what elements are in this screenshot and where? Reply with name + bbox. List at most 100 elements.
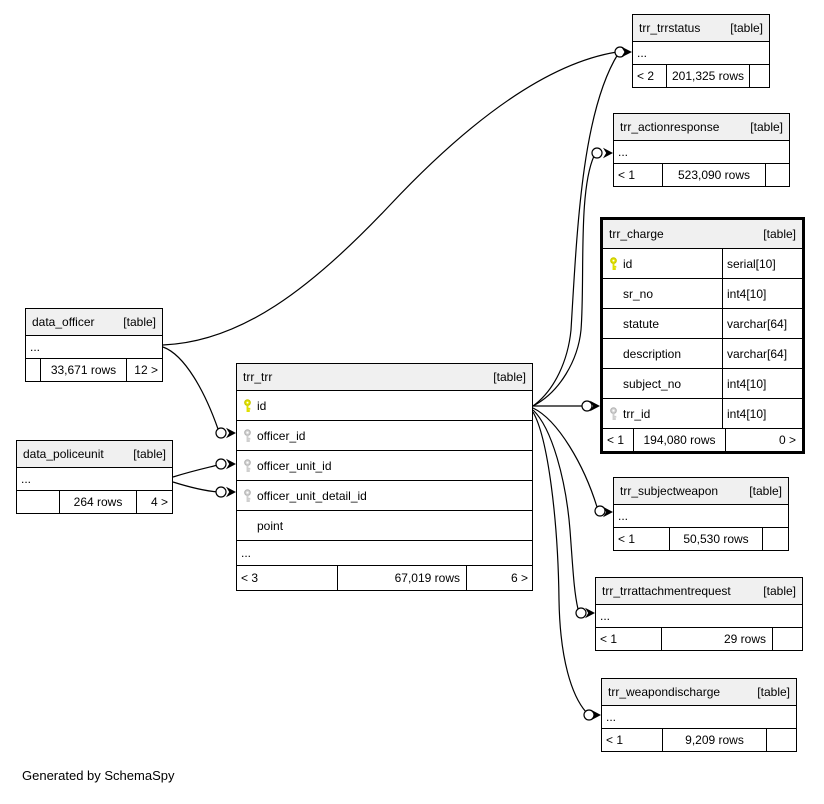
stat-children: 12 > (126, 359, 162, 381)
columns-ellipsis: ... (26, 335, 162, 358)
stat-rowcount: 67,019 rows (337, 566, 466, 590)
table-header[interactable]: trr_weapondischarge [table] (602, 679, 796, 705)
arrowhead (603, 147, 613, 159)
stat-parents: < 3 (241, 571, 259, 585)
connector-circle (594, 505, 606, 517)
stat-parents: < 1 (618, 532, 636, 546)
edge-data_policeunit-trr_trr-unit (172, 464, 219, 478)
column-name: officer_id (257, 428, 306, 443)
table-header[interactable]: trr_subjectweapon [table] (614, 478, 788, 504)
table-type-label: [table] (493, 370, 526, 384)
table-name: trr_trr (243, 370, 273, 384)
stat-children (772, 628, 802, 650)
edge-trr_trr-trr_subjectweapon (532, 407, 598, 508)
table-header[interactable]: trr_charge [table] (603, 220, 802, 248)
stat-parents: < 1 (606, 733, 624, 747)
ellipsis-text: ... (606, 710, 617, 724)
column-row-statute: statute varchar[64] (603, 308, 802, 338)
table-name: trr_trrattachmentrequest (602, 584, 731, 598)
stat-children: 0 > (725, 429, 802, 451)
table-trr_charge[interactable]: trr_charge [table] id serial[10] sr_no i… (600, 217, 805, 454)
column-name: point (257, 518, 284, 533)
table-trr_trrstatus[interactable]: trr_trrstatus [table] ... < 2 201,325 ro… (632, 14, 770, 88)
table-trr_weapondischarge[interactable]: trr_weapondischarge [table] ... < 1 9,20… (601, 678, 797, 752)
primary-key-icon (237, 398, 257, 413)
foreign-key-icon (237, 428, 257, 443)
table-type-label: [table] (757, 685, 790, 699)
table-trr_actionresponse[interactable]: trr_actionresponse [table] ... < 1 523,0… (613, 113, 790, 187)
columns-ellipsis: ... (614, 140, 789, 163)
table-name: trr_trrstatus (639, 21, 701, 35)
table-trr_trrattachmentrequest[interactable]: trr_trrattachmentrequest [table] ... < 1… (595, 577, 803, 651)
foreign-key-icon (237, 488, 257, 503)
table-name: trr_weapondischarge (608, 685, 721, 699)
column-row-sr_no: sr_no int4[10] (603, 278, 802, 308)
table-data_officer[interactable]: data_officer [table] ... 33,671 rows 12 … (25, 308, 163, 382)
table-header[interactable]: data_policeunit [table] (17, 441, 172, 467)
stat-rowcount: 194,080 rows (633, 429, 725, 451)
table-stats-row: < 1 29 rows (596, 627, 802, 650)
table-header[interactable]: data_officer [table] (26, 309, 162, 335)
column-type: int4[10] (722, 369, 802, 398)
stat-rowcount: 264 rows (59, 491, 136, 513)
table-header[interactable]: trr_trrstatus [table] (633, 15, 769, 41)
columns-ellipsis: ... (633, 41, 769, 64)
column-row-officer_id: officer_id (237, 420, 532, 450)
ellipsis-text: ... (618, 145, 629, 159)
column-type: int4[10] (722, 399, 802, 428)
column-name: officer_unit_detail_id (257, 488, 367, 503)
stat-parents: < 1 (607, 433, 625, 447)
connector-circle (215, 427, 227, 439)
table-stats-row: < 3 67,019 rows 6 > (237, 565, 532, 590)
table-type-label: [table] (730, 21, 763, 35)
stat-children: 6 > (466, 566, 532, 590)
stat-parents: < 1 (618, 168, 636, 182)
table-trr_subjectweapon[interactable]: trr_subjectweapon [table] ... < 1 50,530… (613, 477, 789, 551)
primary-key-icon (603, 256, 623, 271)
columns-ellipsis: ... (17, 467, 172, 490)
stat-children: 4 > (136, 491, 172, 513)
table-type-label: [table] (750, 120, 783, 134)
stat-parents (26, 359, 40, 381)
table-header[interactable]: trr_actionresponse [table] (614, 114, 789, 140)
ellipsis-text: ... (241, 546, 252, 560)
table-data_policeunit[interactable]: data_policeunit [table] ... 264 rows 4 > (16, 440, 173, 514)
column-row-point: point (237, 510, 532, 540)
connector-circle (581, 400, 593, 412)
table-header[interactable]: trr_trr [table] (237, 364, 532, 390)
column-type: varchar[64] (722, 339, 802, 368)
table-trr_trr[interactable]: trr_trr [table] id officer_id officer_un… (236, 363, 533, 591)
connector-circle (215, 458, 227, 470)
stat-rowcount: 50,530 rows (669, 528, 762, 550)
ellipsis-text: ... (600, 609, 611, 623)
table-name: data_officer (32, 315, 95, 329)
foreign-key-icon (237, 458, 257, 473)
foreign-key-icon (603, 406, 623, 421)
column-name: trr_id (623, 406, 651, 421)
columns-ellipsis: ... (596, 604, 802, 627)
table-type-label: [table] (123, 315, 156, 329)
table-name: data_policeunit (23, 447, 104, 461)
stat-parents: < 1 (600, 632, 618, 646)
stat-rowcount: 29 rows (661, 628, 772, 650)
column-name: statute (623, 316, 660, 331)
edge-trr_trr-trr_actionresponse (532, 155, 595, 407)
edge-data_officer-trr_trrstatus (162, 51, 618, 346)
arrowhead (226, 486, 236, 498)
columns-ellipsis: ... (602, 705, 796, 728)
table-name: trr_subjectweapon (620, 484, 719, 498)
ellipsis-text: ... (618, 509, 629, 523)
table-stats-row: 264 rows 4 > (17, 490, 172, 513)
table-stats-row: < 1 194,080 rows 0 > (603, 428, 802, 451)
stat-parents (17, 491, 59, 513)
table-type-label: [table] (763, 584, 796, 598)
stat-children (749, 65, 769, 87)
columns-ellipsis: ... (237, 540, 532, 565)
table-name: trr_actionresponse (620, 120, 720, 134)
table-header[interactable]: trr_trrattachmentrequest [table] (596, 578, 802, 604)
arrowhead (226, 458, 236, 470)
connector-circle (583, 709, 595, 721)
arrowhead (585, 607, 595, 619)
